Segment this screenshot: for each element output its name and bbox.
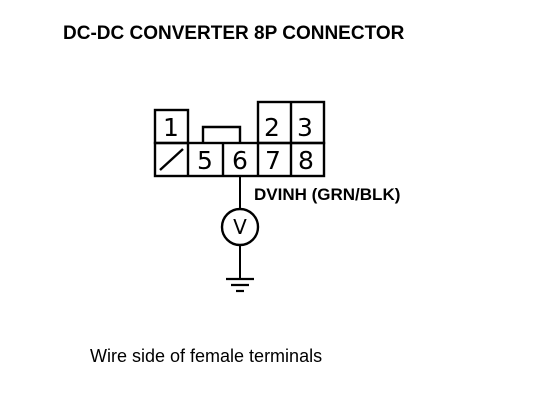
signal-label: DVINH (GRN/BLK) xyxy=(254,185,400,204)
pin-labels: 1 2 3 5 6 7 8 xyxy=(163,113,314,175)
pin-7-label: 7 xyxy=(265,146,281,175)
voltmeter-symbol: V xyxy=(233,215,247,239)
pin-3-label: 3 xyxy=(297,113,313,142)
voltmeter-icon: V xyxy=(220,207,260,247)
pin-1-label: 1 xyxy=(163,113,179,142)
diagram-title: DC-DC CONVERTER 8P CONNECTOR xyxy=(63,23,405,44)
ground-icon xyxy=(226,277,254,293)
pin-6-label: 6 xyxy=(232,146,248,175)
pin-5-label: 5 xyxy=(197,146,213,175)
pin-8-label: 8 xyxy=(298,146,314,175)
pin-2-label: 2 xyxy=(264,113,280,142)
connector-body xyxy=(153,100,326,178)
diagram-caption: Wire side of female terminals xyxy=(90,346,322,366)
